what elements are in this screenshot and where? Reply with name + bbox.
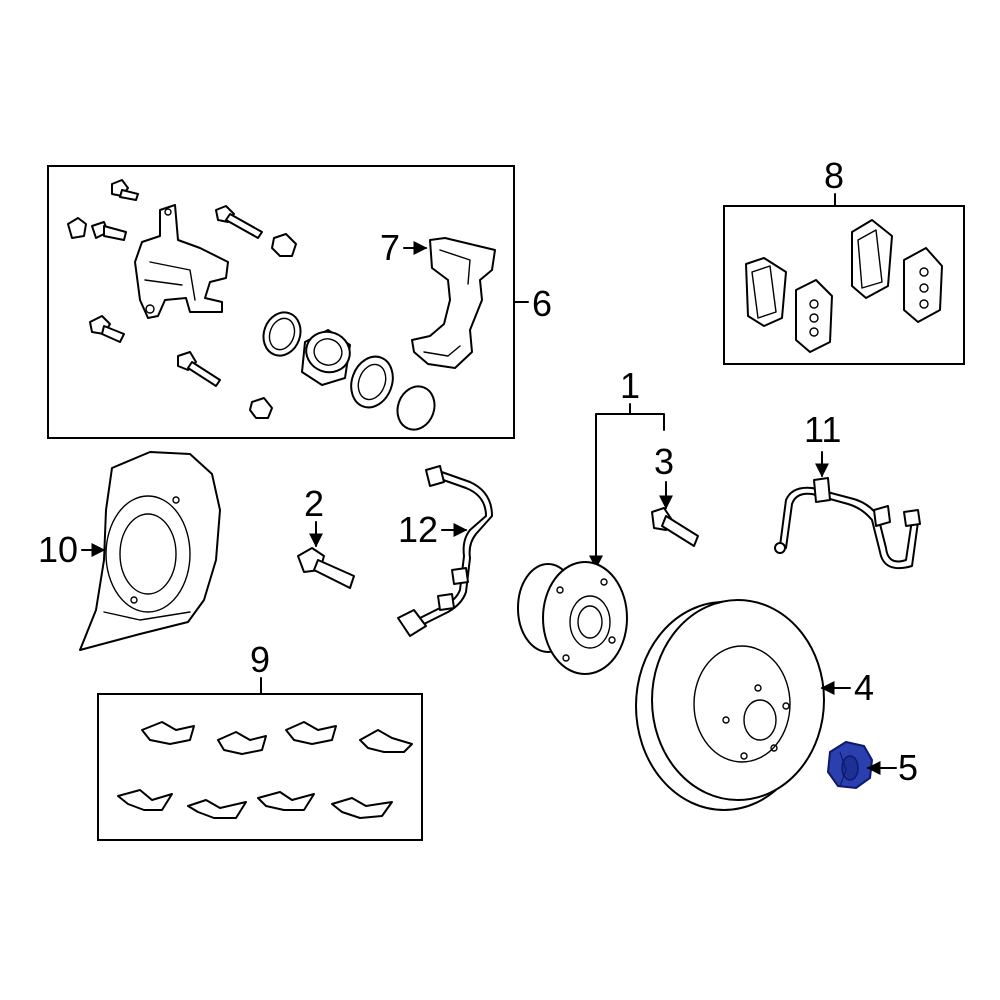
dust-shield-group: 10 xyxy=(38,451,221,651)
callout-7[interactable]: 7 xyxy=(380,227,400,268)
o-ring[interactable] xyxy=(392,381,441,435)
brake-rotor[interactable] xyxy=(635,599,825,811)
rotor-group: 4 xyxy=(635,599,874,811)
bleeder-screw[interactable] xyxy=(111,179,139,201)
pad-clip-4[interactable] xyxy=(359,729,413,753)
brake-pad-3[interactable] xyxy=(851,219,893,299)
lug-nut-group: 5 xyxy=(826,740,918,790)
brake-pads-box xyxy=(723,205,965,365)
wheel-stud[interactable] xyxy=(651,507,699,547)
hardware-kit-box xyxy=(97,693,423,841)
callout-4[interactable]: 4 xyxy=(854,667,874,708)
callout-2[interactable]: 2 xyxy=(304,483,324,524)
caliper-body[interactable] xyxy=(134,204,229,319)
guide-pin-boot-upper[interactable] xyxy=(271,233,297,257)
caliper-bracket[interactable] xyxy=(411,237,496,369)
caliper-kit-box xyxy=(47,165,515,439)
brake-pad-2[interactable] xyxy=(795,279,833,353)
pad-clip-5[interactable] xyxy=(117,789,173,811)
callout-3[interactable]: 3 xyxy=(654,441,674,482)
caliper-mounting-bolt[interactable] xyxy=(297,547,355,589)
brake-pad-1[interactable] xyxy=(745,257,787,327)
pad-clip-8[interactable] xyxy=(331,797,393,819)
piston[interactable] xyxy=(300,326,355,386)
piston-boot[interactable] xyxy=(344,351,399,414)
guide-pin-upper[interactable] xyxy=(215,205,263,239)
callout-8[interactable]: 8 xyxy=(824,155,844,196)
brake-pads-group: 8 xyxy=(723,155,965,365)
brake-pad-4[interactable] xyxy=(903,247,943,323)
callout-6[interactable]: 6 xyxy=(532,283,552,324)
pad-clip-7[interactable] xyxy=(257,791,315,811)
callout-12[interactable]: 12 xyxy=(398,509,438,550)
callout-5[interactable]: 5 xyxy=(898,747,918,788)
bleeder-cap[interactable] xyxy=(67,217,87,239)
guide-pin-boot-lower[interactable] xyxy=(249,397,273,419)
guide-pin-bolt-left[interactable] xyxy=(89,315,125,343)
wheel-hub-bearing[interactable] xyxy=(517,561,628,675)
callout-11[interactable]: 11 xyxy=(804,409,841,450)
brake-hose-group: 11 xyxy=(774,409,921,570)
hub-group: 1 3 xyxy=(517,365,699,675)
pad-clip-3[interactable] xyxy=(285,721,337,745)
abs-sensor[interactable] xyxy=(397,465,493,637)
bleeder-plug[interactable] xyxy=(91,221,127,241)
piston-seal[interactable] xyxy=(258,307,307,361)
abs-sensor-group: 12 xyxy=(397,465,493,637)
caliper-kit-group: 6 xyxy=(47,165,552,439)
callout-9[interactable]: 9 xyxy=(250,639,270,680)
callout-1[interactable]: 1 xyxy=(620,365,640,406)
hardware-kit-group: 9 xyxy=(97,639,423,841)
callout-1-leader xyxy=(589,403,631,570)
bolt-group: 2 xyxy=(297,483,355,589)
guide-pin-lower[interactable] xyxy=(177,351,221,387)
pad-clip-1[interactable] xyxy=(141,721,195,745)
dust-shield[interactable] xyxy=(79,451,221,651)
brake-hose[interactable] xyxy=(774,477,921,570)
callout-1-branch xyxy=(629,413,665,431)
callout-10[interactable]: 10 xyxy=(38,529,78,570)
pad-clip-6[interactable] xyxy=(187,799,247,819)
pad-clip-2[interactable] xyxy=(217,731,267,755)
lug-nut-highlighted[interactable] xyxy=(826,740,874,790)
